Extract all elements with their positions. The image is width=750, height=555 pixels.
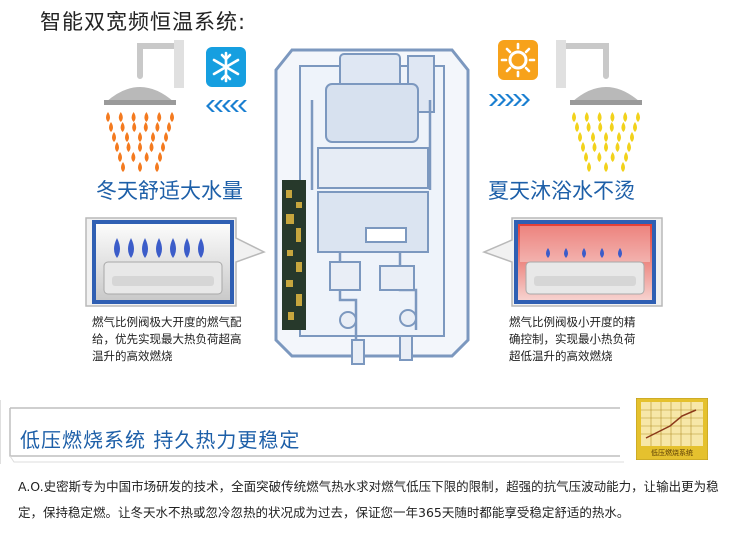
- water-drop: [584, 112, 589, 122]
- winter-caption: 冬天舒适大水量: [96, 179, 243, 203]
- water-drop: [621, 162, 625, 172]
- water-drop: [604, 132, 608, 142]
- flame: [600, 248, 604, 258]
- flame: [128, 238, 134, 258]
- water-drop: [591, 132, 595, 142]
- water-drop: [621, 122, 626, 132]
- water-heater-diagram: [274, 48, 470, 365]
- water-drop: [584, 152, 588, 162]
- water-drop: [138, 162, 142, 172]
- water-drop: [143, 122, 148, 132]
- summer-caption: 夏天沐浴水不烫: [488, 179, 635, 203]
- water-drop: [121, 162, 125, 172]
- water-drop: [155, 122, 160, 132]
- water-drop: [106, 112, 110, 122]
- water-drop: [633, 122, 637, 132]
- flame: [114, 238, 120, 258]
- water-drop: [158, 152, 162, 162]
- water-drop: [125, 132, 129, 142]
- water-drop: [624, 152, 628, 162]
- orange-water-drops: [106, 112, 174, 172]
- water-drop: [112, 132, 116, 142]
- water-drop: [115, 142, 119, 152]
- water-drop: [167, 122, 171, 132]
- water-drop: [131, 112, 136, 122]
- right-arrows: [489, 94, 530, 106]
- water-drop: [617, 132, 621, 142]
- water-drop: [132, 122, 137, 132]
- water-drop: [604, 162, 608, 172]
- water-drop: [578, 132, 582, 142]
- water-drop: [623, 112, 628, 122]
- water-drop: [636, 112, 640, 122]
- summer-description: 燃气比例阀极小开度的精确控制，实现最小热负荷超低温升的高效燃烧: [509, 315, 636, 363]
- water-drop: [597, 152, 602, 162]
- water-drop: [138, 142, 142, 152]
- water-drop: [149, 142, 154, 152]
- water-drop: [151, 132, 155, 142]
- winter-description: 燃气比例阀极大开度的燃气配给，优先实现最大热负荷超高温升的高效燃烧: [92, 315, 242, 363]
- winter-burner-callout: [85, 217, 266, 307]
- body-paragraph: A.O.史密斯专为中国市场研发的技术，全面突破传统燃气热水求对燃气低压下限的限制…: [18, 479, 719, 520]
- water-drop: [575, 122, 579, 132]
- water-drop: [126, 142, 131, 152]
- flame: [170, 238, 176, 258]
- flame: [564, 248, 568, 258]
- water-drop: [118, 112, 123, 122]
- sun-icon: [498, 40, 538, 80]
- flame: [156, 238, 162, 258]
- water-drop: [587, 162, 591, 172]
- snowflake-icon: [206, 47, 246, 87]
- water-drop: [155, 162, 159, 172]
- water-drop: [161, 142, 165, 152]
- flame: [184, 238, 190, 258]
- large-blue-flames: [114, 238, 204, 258]
- water-drop: [170, 112, 174, 122]
- water-drop: [572, 112, 576, 122]
- summer-burner-callout: [481, 217, 663, 307]
- water-drop: [118, 152, 122, 162]
- water-drop: [597, 112, 602, 122]
- banner-title: 低压燃烧系统 持久热力更稳定: [20, 428, 301, 452]
- water-drop: [615, 142, 620, 152]
- water-drop: [138, 132, 142, 142]
- water-drop: [144, 112, 149, 122]
- flame: [546, 248, 550, 258]
- page-headline: 智能双宽频恒温系统:: [40, 10, 247, 34]
- water-drop: [609, 122, 614, 132]
- water-drop: [131, 152, 136, 162]
- water-drop: [164, 132, 168, 142]
- banner-frame: [0, 400, 624, 464]
- badge-label: 低压燃烧系统: [651, 448, 693, 457]
- water-drop: [592, 142, 597, 152]
- water-drop: [144, 152, 149, 162]
- water-drop: [610, 112, 615, 122]
- water-drop: [109, 122, 113, 132]
- water-drop: [120, 122, 125, 132]
- water-drop: [598, 122, 603, 132]
- flame: [618, 248, 622, 258]
- summer-shower: [556, 40, 642, 172]
- flame: [142, 238, 148, 258]
- control-board: [282, 180, 306, 330]
- water-drop: [157, 112, 162, 122]
- low-pressure-chart-badge: 低压燃烧系统: [636, 398, 708, 460]
- water-drop: [630, 132, 634, 142]
- flame: [582, 248, 586, 258]
- water-drop: [586, 122, 591, 132]
- water-drop: [610, 152, 615, 162]
- winter-shower: [104, 40, 184, 172]
- small-blue-flames: [546, 248, 622, 258]
- flame: [198, 238, 204, 258]
- illustration: [85, 40, 663, 365]
- water-drop: [581, 142, 585, 152]
- water-drop: [627, 142, 631, 152]
- left-arrows: [206, 100, 247, 112]
- yellow-water-drops: [572, 112, 640, 172]
- water-drop: [604, 142, 608, 152]
